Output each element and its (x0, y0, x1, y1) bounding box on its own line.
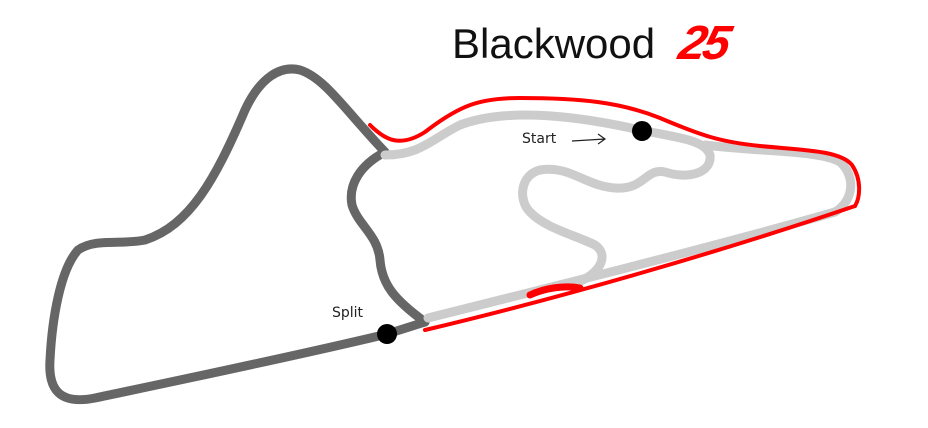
track-outer-loop (45, 64, 430, 405)
track-inner-link (346, 147, 430, 327)
start-label: Start (522, 131, 557, 147)
track-title: Blackwood (452, 20, 656, 67)
start-arrow-icon (571, 133, 607, 145)
track-alt-bottom (423, 207, 840, 323)
track-alt-right (700, 140, 856, 217)
split-label: Split (332, 305, 364, 321)
split-marker (377, 324, 397, 344)
highlight-bottom (423, 204, 857, 332)
highlight-top (368, 95, 862, 208)
track-alt-top (380, 110, 715, 288)
highlight-blob (526, 283, 584, 299)
start-marker (632, 121, 652, 141)
